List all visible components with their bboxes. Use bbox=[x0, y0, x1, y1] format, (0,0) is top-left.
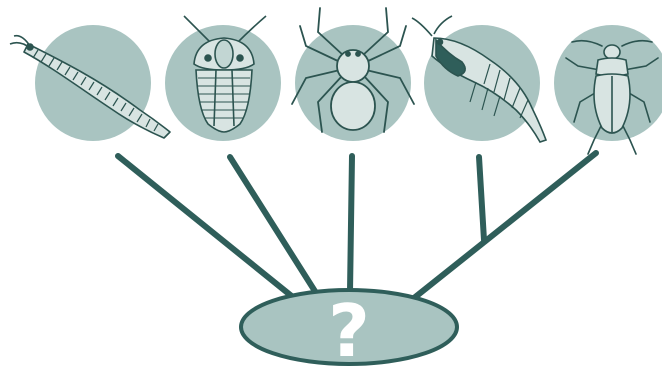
branch-spider bbox=[350, 156, 352, 292]
branch-millipede bbox=[118, 156, 294, 298]
branch-beetle bbox=[414, 153, 596, 298]
unknown-ancestor-label: ? bbox=[328, 289, 370, 371]
branch-shrimp bbox=[479, 157, 484, 240]
branch-trilobite bbox=[230, 157, 318, 296]
branch-lines bbox=[118, 153, 596, 298]
ancestor-node: ? bbox=[241, 289, 457, 371]
